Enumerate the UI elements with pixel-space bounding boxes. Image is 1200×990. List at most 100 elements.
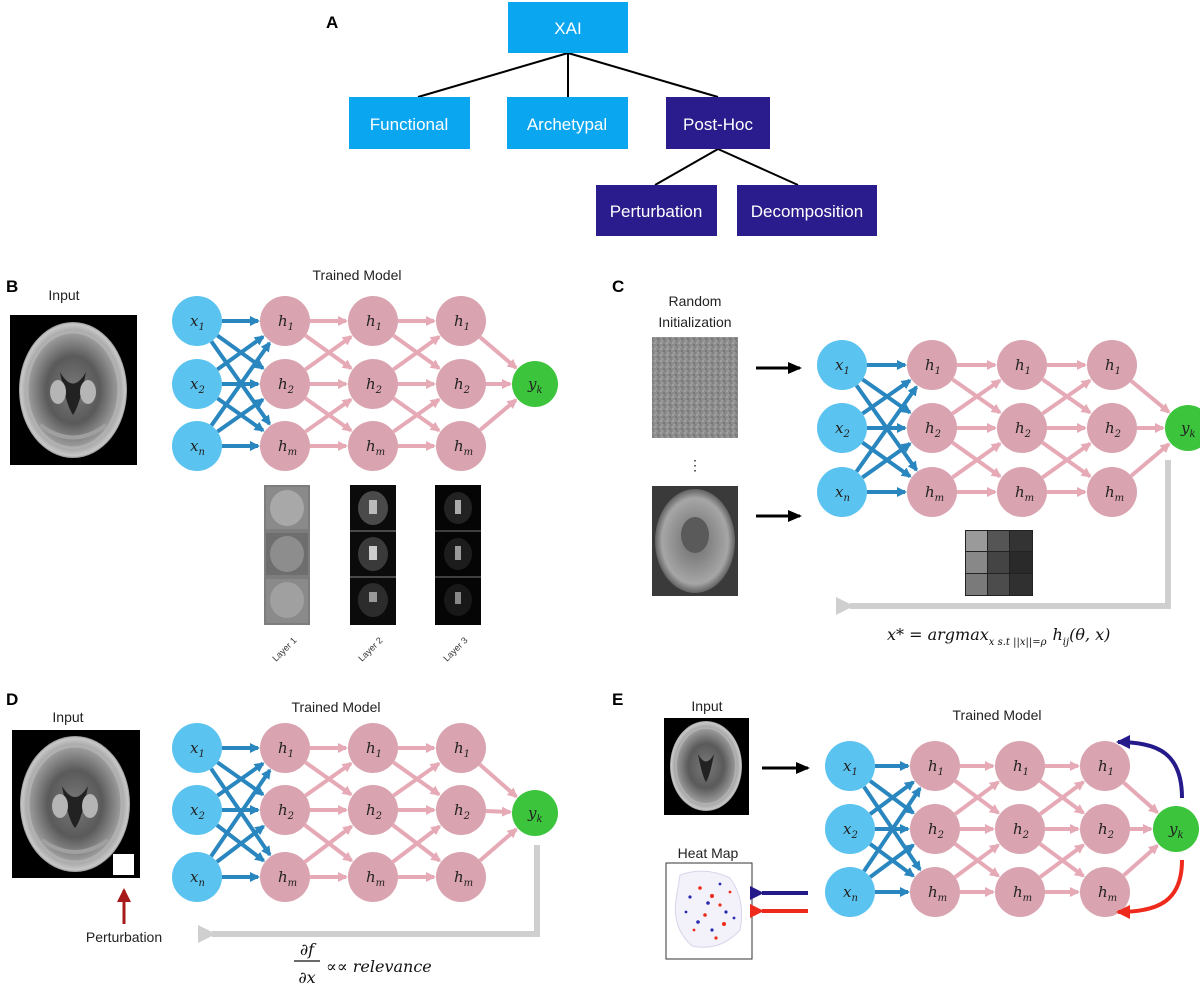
hidden-node-label: h1 — [278, 312, 294, 333]
layer-feature-maps — [264, 485, 481, 625]
input-node-label: xn — [190, 868, 205, 889]
hidden-node — [995, 867, 1045, 917]
output-node-label: yk — [527, 375, 543, 396]
hidden-node — [1087, 340, 1137, 390]
panel-label-e: E — [612, 690, 623, 709]
layer-2-label: Layer 2 — [356, 635, 384, 663]
hidden-node-label: hm — [278, 868, 297, 889]
hidden-node — [1080, 741, 1130, 791]
hidden-node — [907, 403, 957, 453]
panel-d: D Input Perturbation Trained Model x1x2x… — [6, 690, 558, 987]
edge-input-hidden — [861, 442, 912, 480]
hidden-node-label: hm — [278, 437, 297, 458]
hidden-node-label: h1 — [928, 757, 944, 778]
input-node-label: x2 — [835, 419, 850, 440]
hidden-node-label: hm — [1098, 883, 1117, 904]
decomposition-box — [737, 185, 877, 236]
hidden-node — [907, 340, 957, 390]
grey-feedback-arrow-c — [836, 460, 1171, 615]
archetypal-box — [507, 97, 628, 149]
functional-box — [349, 97, 470, 149]
panel-a: A XAI Functional Archetypal Post-Hoc Per… — [326, 2, 877, 236]
edge-hidden-output — [478, 398, 518, 432]
edge-hidden-hidden — [303, 824, 354, 864]
hidden-node-label: h2 — [1015, 419, 1031, 440]
hidden-node-label: hm — [928, 883, 947, 904]
edge-hidden-hidden — [953, 780, 1000, 816]
hidden-node-label: h1 — [1013, 757, 1029, 778]
hidden-node — [348, 359, 398, 409]
decomposition-box-label: Decomposition — [751, 202, 863, 221]
hidden-node — [907, 467, 957, 517]
output-node-label: yk — [1168, 820, 1184, 841]
edge-hidden-output — [478, 827, 518, 863]
hidden-node-label: hm — [1015, 483, 1034, 504]
input-node — [172, 723, 222, 773]
edge-input-hidden — [854, 385, 919, 473]
hidden-node-label: h1 — [454, 739, 470, 760]
brain-mri-d — [12, 730, 140, 878]
hidden-node-label: h2 — [1013, 820, 1029, 841]
brain-mri-e — [664, 718, 749, 815]
hidden-node — [1087, 467, 1137, 517]
input-node-label: x1 — [190, 312, 205, 333]
edge-hidden-output — [478, 335, 518, 370]
output-node — [1153, 806, 1199, 852]
hidden-node — [260, 852, 310, 902]
input-node — [825, 804, 875, 854]
hidden-node — [997, 340, 1047, 390]
perturbation-box — [596, 185, 717, 236]
edge-hidden-hidden — [1041, 442, 1092, 480]
random-label-line2: Initialization — [658, 314, 731, 330]
grey-feedback-arrow-d — [198, 845, 540, 943]
heat-map-label: Heat Map — [678, 845, 739, 861]
input-node-label: xn — [835, 483, 850, 504]
input-node — [825, 867, 875, 917]
svg-text:∂x: ∂x — [298, 968, 315, 987]
trained-model-label-b: Trained Model — [313, 267, 402, 283]
edge-hidden-hidden — [953, 843, 1000, 879]
input-node-label: x2 — [843, 820, 858, 841]
edge-hidden-hidden — [1041, 378, 1092, 416]
hidden-node — [260, 359, 310, 409]
input-node — [172, 421, 222, 471]
panel-e: E Input Trained Model x1x2xnh1h2hmh1h2hm… — [612, 690, 1199, 960]
input-node — [172, 785, 222, 835]
hidden-node-label: h2 — [454, 801, 470, 822]
hidden-node — [436, 852, 486, 902]
input-label-b: Input — [48, 287, 79, 303]
edge-input-hidden — [209, 341, 272, 427]
heat-map-image — [665, 862, 753, 960]
hidden-node — [910, 741, 960, 791]
panel-label-b: B — [6, 277, 18, 296]
taxonomy-connectors — [417, 52, 799, 186]
hidden-node-label: hm — [454, 437, 473, 458]
edge-hidden-hidden — [1038, 780, 1085, 816]
hidden-node — [997, 403, 1047, 453]
input-node — [172, 296, 222, 346]
layer-1-label: Layer 1 — [270, 635, 298, 663]
hidden-node — [436, 785, 486, 835]
iteration-dots: ⋮ — [688, 457, 702, 473]
output-node — [512, 361, 558, 407]
hidden-node-label: h2 — [1098, 820, 1114, 841]
hidden-node-label: h2 — [928, 820, 944, 841]
edge-hidden-hidden — [391, 824, 442, 864]
hidden-node — [436, 359, 486, 409]
panel-label-a: A — [326, 13, 338, 32]
hidden-node — [910, 804, 960, 854]
edge-hidden-hidden — [951, 442, 1002, 480]
blurry-brain-image — [652, 486, 738, 596]
hidden-node-label: h1 — [366, 739, 382, 760]
hidden-node-label: h1 — [278, 739, 294, 760]
hidden-node — [348, 723, 398, 773]
functional-label: Functional — [370, 115, 448, 134]
archetypal-label: Archetypal — [527, 115, 607, 134]
hidden-node — [348, 852, 398, 902]
edge-hidden-hidden — [392, 335, 441, 372]
